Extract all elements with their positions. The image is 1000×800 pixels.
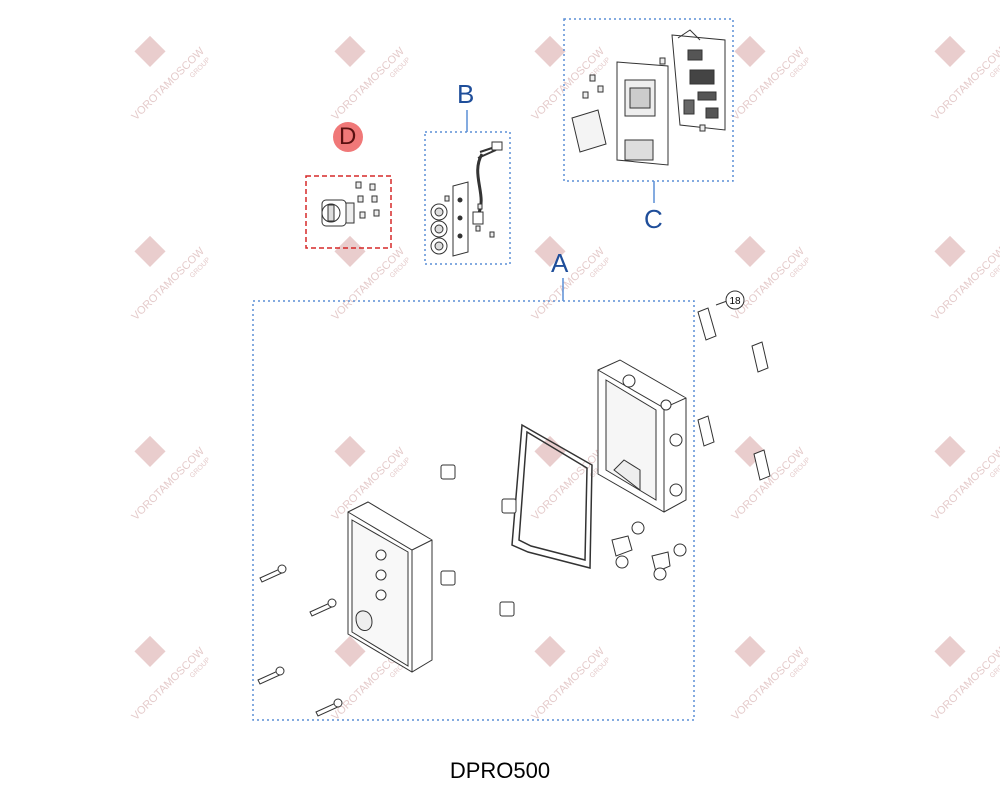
part-d-screws xyxy=(355,181,380,219)
part-d-selector-switch xyxy=(321,199,355,227)
watermark-pattern xyxy=(129,35,1000,723)
group-a-box xyxy=(252,300,695,721)
callout-18: 18 xyxy=(715,290,745,310)
group-c-label: C xyxy=(644,204,663,234)
part-c-cover-plate xyxy=(571,109,607,153)
part-c-circuit-board xyxy=(671,29,726,131)
part-c-power-module xyxy=(616,61,669,166)
part-a-screws xyxy=(257,564,343,717)
part-side-brackets xyxy=(697,307,771,481)
part-b-buttons xyxy=(430,203,448,255)
group-c-box xyxy=(563,18,734,182)
group-b-box xyxy=(424,131,511,265)
part-a-gasket xyxy=(511,423,593,569)
group-b-label: B xyxy=(457,79,475,109)
group-d-box xyxy=(305,175,392,249)
part-b-cable xyxy=(472,141,503,225)
part-a-corner-caps xyxy=(440,464,517,617)
model-name: DPRO500 xyxy=(449,758,551,783)
part-b-bracket xyxy=(452,181,469,257)
part-a-front-cover xyxy=(347,501,433,673)
group-a-label: A xyxy=(551,248,569,278)
part-a-enclosure-base xyxy=(597,359,687,513)
group-d-badge xyxy=(333,122,363,152)
group-d-label: D xyxy=(339,123,357,150)
part-b-screws xyxy=(444,195,495,238)
part-c-fasteners xyxy=(582,57,706,132)
svg-text:18: 18 xyxy=(729,296,741,307)
part-a-cable-glands xyxy=(611,521,687,581)
